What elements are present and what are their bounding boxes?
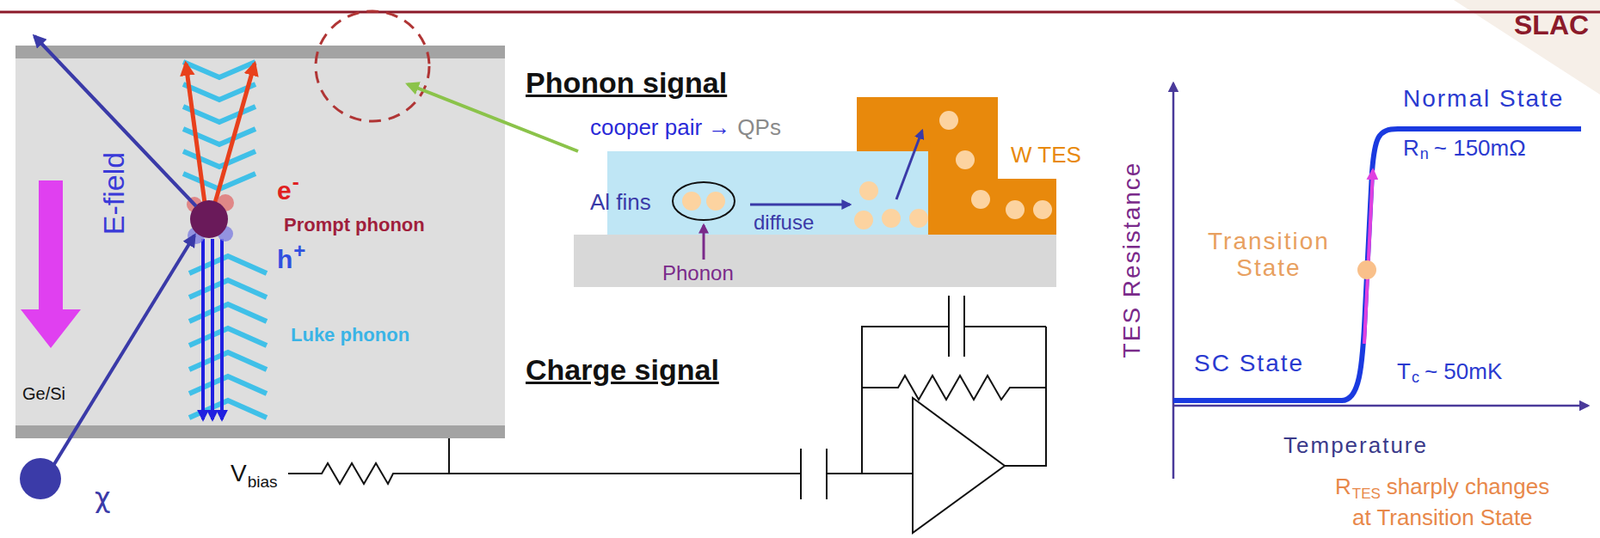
luke-phonon-chevrons [189,352,267,370]
resistance-graph [1173,83,1588,480]
note-text: sharply changes [1386,474,1550,500]
value-label: R [1403,135,1420,161]
state-label: Transition State [1187,228,1351,283]
charge-amplifier-circuit [800,449,827,500]
luke-phonon-chevrons [189,280,267,298]
logo-text: SLAC [1513,10,1589,41]
section-heading: Phonon signal [525,67,727,99]
luke-phonon-chevrons [189,256,267,274]
luke-phonon-chevrons [183,61,256,78]
state-label: SC State [1193,350,1305,378]
charge-amplifier-circuit [288,463,801,485]
charge-amplifier-circuit [448,438,450,474]
part-label: Al fins [590,190,652,216]
process-label: cooper pair → [590,115,731,141]
resistance-graph [1173,129,1582,401]
part-label: W TES [1010,142,1082,168]
electron-tracks [185,63,205,204]
process-label: diffuse [753,211,814,234]
axis-label: Temperature [1283,433,1428,459]
zoom-circle [315,11,430,122]
hole-tracks [203,239,222,420]
particle-path [51,235,195,469]
particle-path [34,36,197,469]
signal-subscript: bias [247,473,278,493]
electron-tracks [215,63,255,204]
process-label: QPs [737,115,782,141]
charge-amplifier-circuit [1004,326,1047,467]
luke-phonon-chevrons [183,61,267,419]
phonon-label: Luke phonon [290,325,410,346]
phonon-sensor [750,203,850,207]
note-text: R [1335,474,1352,500]
phonon-label: Prompt phonon [283,215,425,236]
resistance-graph [1172,83,1176,480]
value-subscript: n [1420,146,1429,164]
charge-label: h [276,245,293,274]
value-label: ~ 50mK [1424,359,1502,385]
resistance-graph [1173,405,1588,408]
header-shade [1453,0,1600,95]
electron-tracks [185,63,255,204]
charge-amplifier-circuit [861,375,1047,400]
particle-label: χ [94,483,111,514]
charge-amplifier-circuit [826,473,913,475]
charge-label: e [276,176,292,205]
hole-tracks [220,239,224,420]
luke-phonon-chevrons [183,151,256,167]
phonon-sensor [573,234,1057,288]
field-arrow [20,180,81,349]
phonon-sensor [939,110,959,130]
phonon-sensor [682,191,702,211]
charge-sign: + [293,240,306,263]
resistance-graph [1357,260,1377,280]
luke-phonon-chevrons [189,376,267,394]
luke-phonon-chevrons [189,328,267,346]
section-heading: Charge signal [525,354,720,387]
phonon-sensor [971,190,991,210]
phonon-sensor [706,191,726,211]
detector-crystal [15,45,505,439]
detector-crystal [15,45,505,439]
signal-name: V [230,461,247,488]
hole-tracks [201,239,205,420]
phonon-sensor [702,225,706,260]
note-subscript: TES [1352,486,1381,504]
phonon-sensor [573,97,1057,288]
phonon-sensor [881,209,901,228]
luke-phonon-chevrons [189,400,267,419]
hole-tracks [210,239,215,420]
value-label: T [1396,359,1411,385]
axis-label: TES Resistance [1119,161,1146,359]
state-label: Normal State [1403,86,1564,113]
charge-amplifier-circuit [288,295,1047,534]
header-rule [0,11,1600,14]
charge-amplifier-circuit [912,398,1005,534]
value-subscript: c [1411,369,1420,388]
note-text: at Transition State [1352,505,1533,531]
detector-crystal [15,45,505,59]
process-label: Phonon [662,262,734,285]
phonon-sensor [1005,200,1025,220]
dark-matter-particle [19,458,62,500]
charge-sign: - [292,171,300,194]
phonon-sensor [672,182,735,221]
phonon-sensor [909,209,929,228]
phonon-sensor [682,110,1053,230]
phonon-sensor [854,210,874,230]
phonon-sensor [896,130,923,200]
field-label: E-field [98,152,130,235]
luke-phonon-chevrons [189,304,267,322]
phonon-sensor [859,181,879,201]
phonon-sensor [1033,200,1053,220]
phonon-sensor [955,150,975,170]
value-label: ~ 150mΩ [1433,135,1527,161]
detector-crystal [15,425,505,439]
resistance-graph [1364,170,1373,345]
material-label: Ge/Si [22,384,66,404]
phonon-sensor [607,151,929,235]
